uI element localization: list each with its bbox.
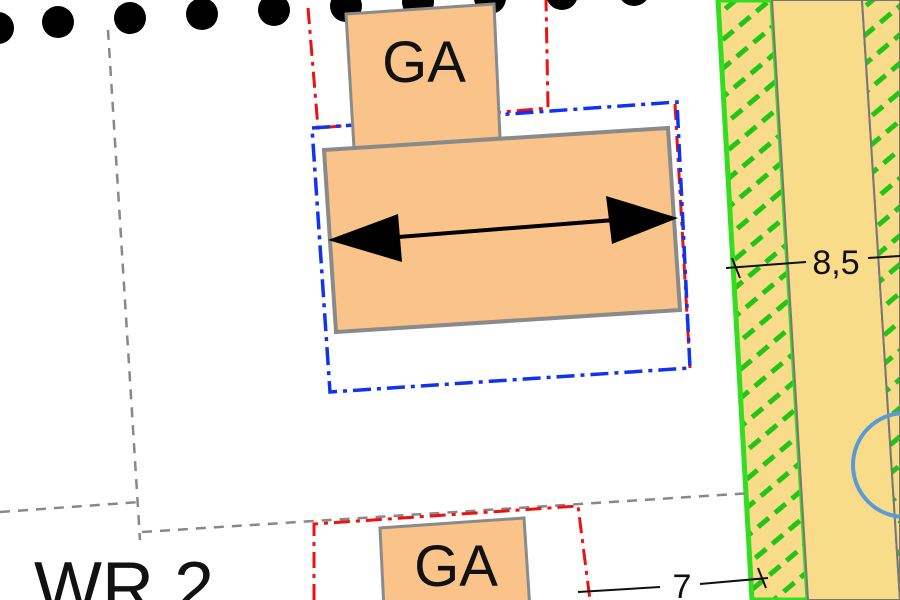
garage-bottom-label: GA — [414, 534, 498, 599]
parcel-lines — [0, 29, 753, 541]
street-band — [770, 0, 900, 600]
dimension-lower-label: 7 — [673, 568, 692, 600]
ridge-direction-line — [359, 216, 641, 242]
ridge-arrow-right — [606, 196, 678, 244]
street-strip — [715, 0, 900, 600]
dimension-upper: 8,5 — [725, 244, 900, 282]
main-building — [321, 125, 683, 335]
garage-top: GA — [344, 2, 502, 150]
zone-label: WR 2 — [34, 548, 214, 600]
parcel-line-horizontal-left — [0, 500, 141, 514]
blue-building-envelope — [310, 100, 692, 394]
green-hatched-strip-left — [715, 0, 811, 600]
parcel-line-horizontal-right — [141, 491, 753, 534]
garage-top-label: GA — [382, 30, 466, 95]
dimension-upper-label: 8,5 — [812, 244, 859, 282]
dotted-boundary — [0, 0, 647, 44]
parcel-line-vertical — [106, 29, 142, 541]
tree-symbol — [851, 411, 900, 519]
green-hatched-strip-right — [860, 0, 900, 600]
garage-bottom-shape — [378, 516, 531, 600]
garage-bottom: GA — [378, 516, 531, 600]
ridge-arrow-left — [328, 214, 402, 262]
dimension-lower: 7 — [577, 567, 769, 600]
red-boundary-lower — [312, 504, 592, 600]
